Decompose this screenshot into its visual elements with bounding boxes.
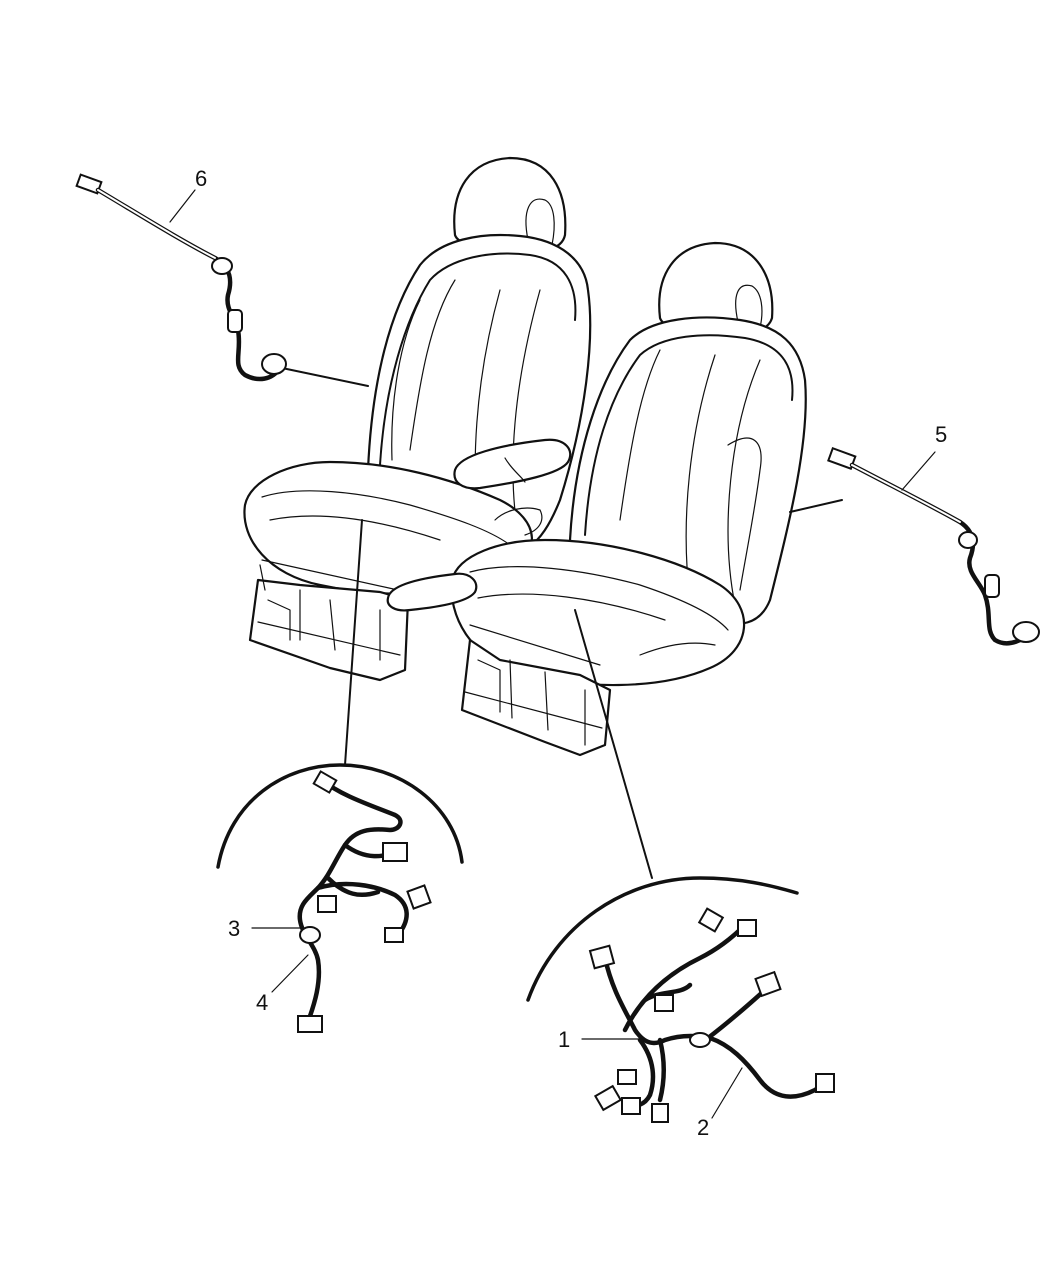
detail-left bbox=[216, 763, 464, 1033]
right-seat-armrest bbox=[386, 572, 478, 612]
left-seat-base bbox=[248, 578, 410, 682]
right-seat-base bbox=[460, 638, 612, 757]
detail-right bbox=[526, 876, 835, 1123]
callout-2: 2 bbox=[697, 1115, 709, 1140]
callout-1: 1 bbox=[558, 1027, 570, 1052]
harness-5 bbox=[827, 446, 1040, 646]
callout-5: 5 bbox=[935, 422, 947, 447]
leader-lines bbox=[281, 367, 843, 879]
left-seat-armrest bbox=[453, 438, 572, 490]
right-seat bbox=[386, 241, 807, 757]
harness-6 bbox=[75, 173, 287, 382]
callout-3: 3 bbox=[228, 916, 240, 941]
left-seat bbox=[243, 156, 592, 682]
callout-4: 4 bbox=[256, 990, 268, 1015]
callout-6: 6 bbox=[195, 166, 207, 191]
